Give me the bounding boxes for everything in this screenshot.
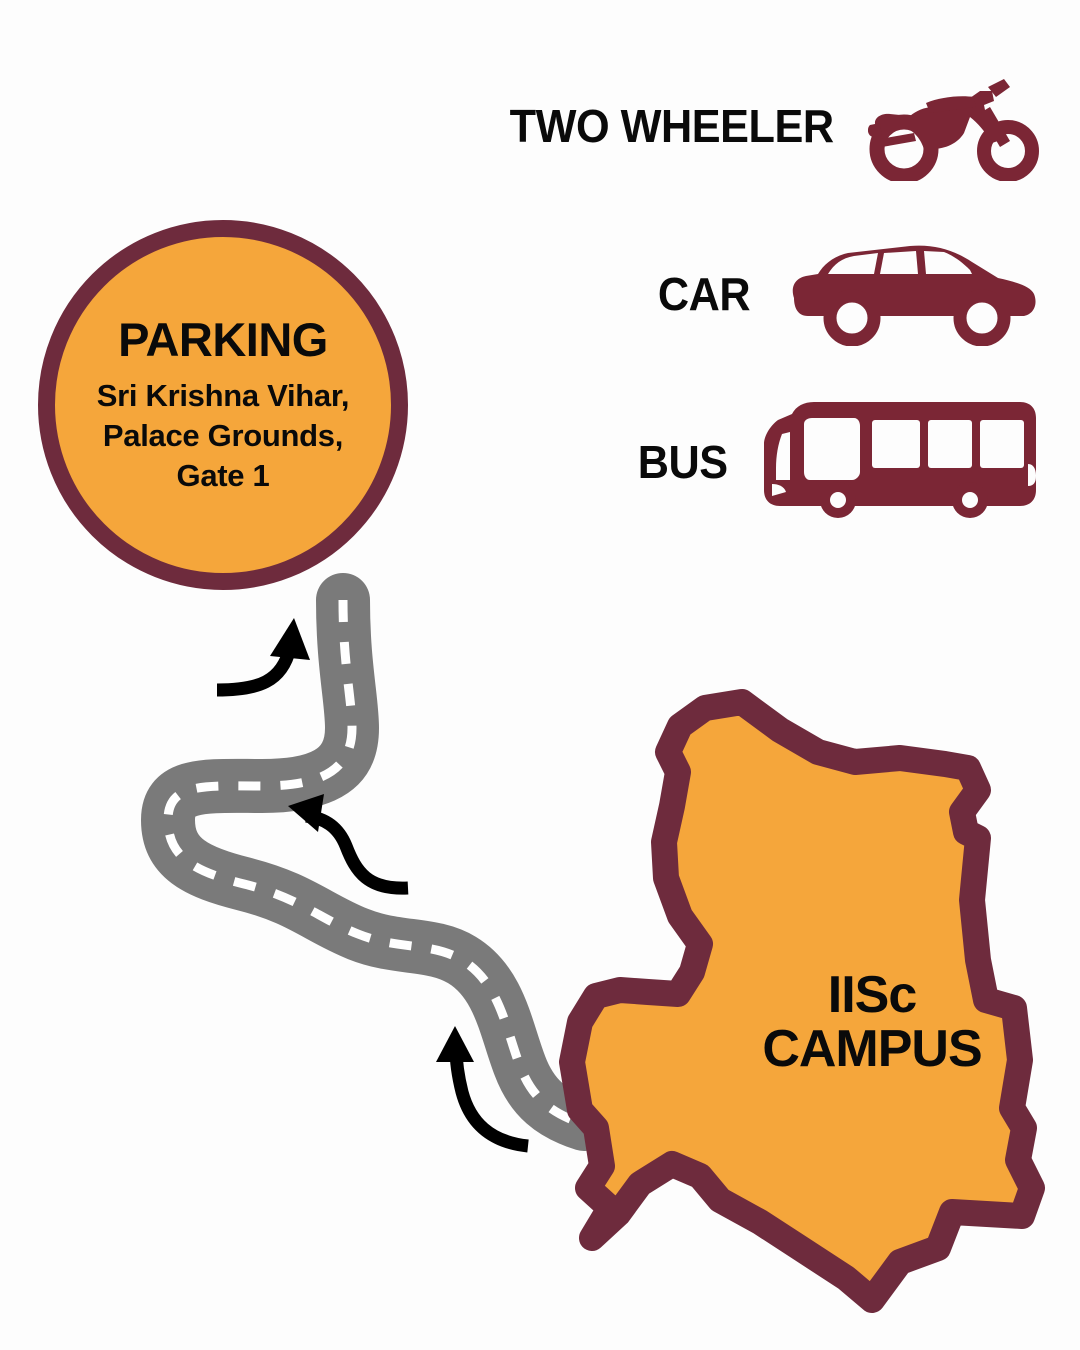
direction-arrow-middle — [288, 794, 409, 895]
parking-subtitle-line-2: Palace Grounds, — [102, 417, 344, 453]
parking-text-block: PARKING Sri Krishna Vihar, Palace Ground… — [38, 220, 408, 590]
direction-arrow-bottom — [436, 1026, 529, 1153]
motorcycle-icon — [868, 79, 1039, 181]
car-icon — [792, 245, 1036, 346]
legend-item-bus: BUS — [420, 402, 1040, 522]
legend-item-car: CAR — [420, 234, 1040, 354]
legend-label-bus: BUS — [638, 436, 728, 488]
legend-item-two-wheeler: TWO WHEELER — [420, 66, 1040, 186]
road-center-dashes — [163, 599, 586, 1129]
parking-subtitle-line-3: Gate 1 — [176, 457, 270, 493]
parking-marker[interactable]: PARKING Sri Krishna Vihar, Palace Ground… — [38, 220, 408, 590]
road-path — [141, 573, 611, 1151]
parking-subtitle: Sri Krishna Vihar, Palace Grounds, Gate … — [96, 376, 350, 495]
legend-label-two-wheeler: TWO WHEELER — [510, 100, 834, 152]
legend-label-car: CAR — [657, 268, 751, 320]
parking-title: PARKING — [118, 312, 328, 366]
iisc-campus-shape — [559, 689, 1045, 1313]
bus-icon — [764, 402, 1036, 518]
vehicle-legend: TWO WHEELER — [420, 66, 1040, 570]
direction-arrow-top — [216, 618, 310, 697]
parking-subtitle-line-1: Sri Krishna Vihar, — [96, 378, 350, 414]
